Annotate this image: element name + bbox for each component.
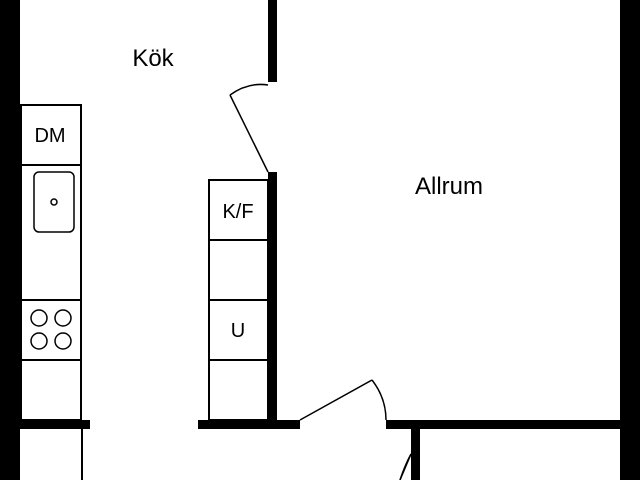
room-label-living-room: Allrum bbox=[415, 173, 483, 200]
fridge-freezer-label: K/F bbox=[222, 201, 253, 223]
oven-label: U bbox=[231, 320, 245, 342]
door-living-hall bbox=[299, 379, 387, 421]
wall-living-bottom-right bbox=[386, 420, 620, 429]
sink-icon bbox=[33, 171, 75, 233]
appliance-column: K/F U bbox=[208, 179, 269, 421]
wall-lower-segment bbox=[411, 429, 420, 480]
wall-kitchen-bottom-left bbox=[20, 420, 90, 429]
stove-burners-icon bbox=[30, 309, 72, 350]
wall-kitchen-bottom-mid bbox=[198, 420, 300, 429]
door-lower bbox=[399, 453, 412, 480]
doors bbox=[229, 83, 412, 480]
wall-partition-lower bbox=[268, 172, 277, 428]
wall-right bbox=[620, 0, 640, 480]
dishwasher-label: DM bbox=[34, 125, 65, 147]
wall-left bbox=[0, 0, 20, 480]
wall-partition-upper bbox=[268, 0, 277, 82]
left-counter: DM bbox=[20, 104, 82, 421]
door-kitchen-living bbox=[229, 83, 269, 173]
room-label-kitchen: Kök bbox=[132, 45, 174, 72]
counter-outline bbox=[20, 104, 82, 421]
